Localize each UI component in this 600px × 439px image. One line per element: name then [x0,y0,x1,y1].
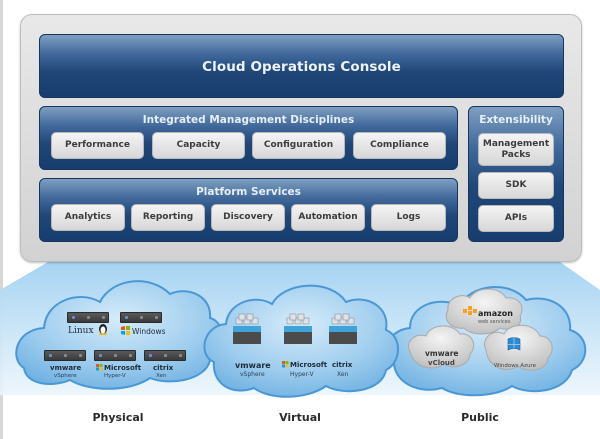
extensibility-title: Extensibility [479,114,553,126]
windows-azure-label: Windows Azure [494,363,536,369]
citrix-vendor-label: citrix [332,361,353,369]
hyper-v-label: Hyper-V [290,371,314,378]
vmware-vendor-label: vmware [235,361,271,370]
virtualization-stack-icon [329,313,357,344]
virtualization-stack-icon [233,313,261,344]
linux-vendor-label: Linux [68,326,94,336]
performance-box: Performance [51,132,144,159]
virtualization-stack-icon [284,313,312,344]
logs-box: Logs [371,204,446,231]
xen-label: Xen [156,373,167,379]
discovery-box: Discovery [211,204,285,231]
apis-box: APIs [478,205,554,232]
windows-vendor-label: Windows [132,327,166,336]
xen-label: Xen [337,371,349,378]
vsphere-label: vSphere [240,371,265,378]
management-packs-box: Management Packs [478,133,554,166]
server-rack-icon [44,350,86,361]
physical-label: Physical [92,411,144,424]
console-title: Cloud Operations Console [202,59,401,75]
automation-box: Automation [291,204,365,231]
microsoft-logo-icon [282,361,289,368]
management-title: Integrated Management Disciplines [142,114,355,126]
configuration-box: Configuration [252,132,345,159]
amazon-boxes-icon [463,306,477,315]
left-border [0,0,3,439]
physical-cloud [15,280,224,390]
amazon-provider-label: amazon [478,309,513,318]
server-rack-icon [120,312,162,323]
server-rack-icon [144,350,186,361]
vcloud-label: vCloud [428,359,455,367]
server-rack-icon [67,312,109,323]
web-services-label: web services [478,319,511,325]
tux-penguin-icon [99,324,107,335]
reporting-box: Reporting [131,204,205,231]
microsoft-vendor-label: Microsoft [290,361,328,369]
public-label: Public [461,411,499,424]
cloud-operations-console: Cloud Operations Console [39,34,564,98]
virtual-label: Virtual [279,411,321,424]
vsphere-label: vSphere [54,373,77,379]
analytics-box: Analytics [51,204,125,231]
platform-title: Platform Services [196,186,301,198]
compliance-box: Compliance [353,132,446,159]
azure-window-icon [507,337,521,351]
windows-flag-icon [121,326,130,335]
vmware-vendor-label: vmware [50,364,82,372]
capacity-box: Capacity [152,132,245,159]
sdk-box: SDK [478,172,554,199]
microsoft-vendor-label: Microsoft [104,364,142,372]
vmware-provider-label: vmware [425,349,459,358]
microsoft-logo-icon [96,364,103,371]
hyper-v-label: Hyper-V [104,373,126,379]
server-rack-icon [94,350,136,361]
citrix-vendor-label: citrix [153,364,174,372]
